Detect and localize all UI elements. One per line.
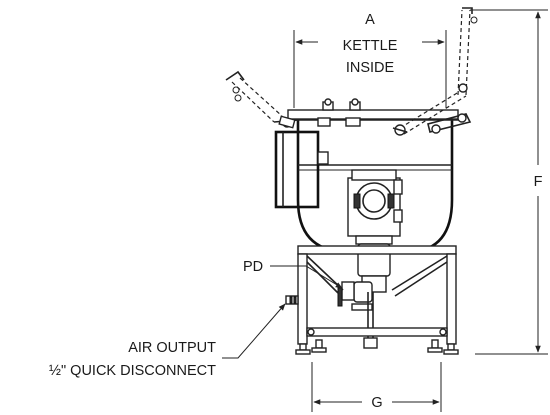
dimension-f: F bbox=[470, 9, 548, 355]
kettle-inside-label-1: KETTLE bbox=[343, 38, 398, 54]
quick-disconnect-label: ½" QUICK DISCONNECT bbox=[49, 363, 216, 379]
dimension-a: A KETTLE INSIDE bbox=[293, 12, 447, 108]
dimension-g-label: G bbox=[371, 395, 382, 411]
kettle-inside-label-2: INSIDE bbox=[346, 60, 395, 76]
gearbox bbox=[347, 169, 403, 245]
air-output-leader: AIR OUTPUT ½" QUICK DISCONNECT bbox=[49, 303, 286, 379]
air-output-label: AIR OUTPUT bbox=[128, 340, 216, 356]
pd-label: PD bbox=[243, 259, 263, 275]
pd-leader: PD bbox=[243, 259, 343, 289]
dimension-f-label: F bbox=[534, 174, 543, 190]
air-quick-disconnect bbox=[285, 295, 299, 305]
cover-handle-right bbox=[392, 7, 478, 136]
cover-handle-left bbox=[225, 70, 299, 129]
dimension-a-label: A bbox=[365, 12, 375, 28]
control-box bbox=[274, 130, 329, 209]
dimension-g: G bbox=[311, 362, 442, 412]
